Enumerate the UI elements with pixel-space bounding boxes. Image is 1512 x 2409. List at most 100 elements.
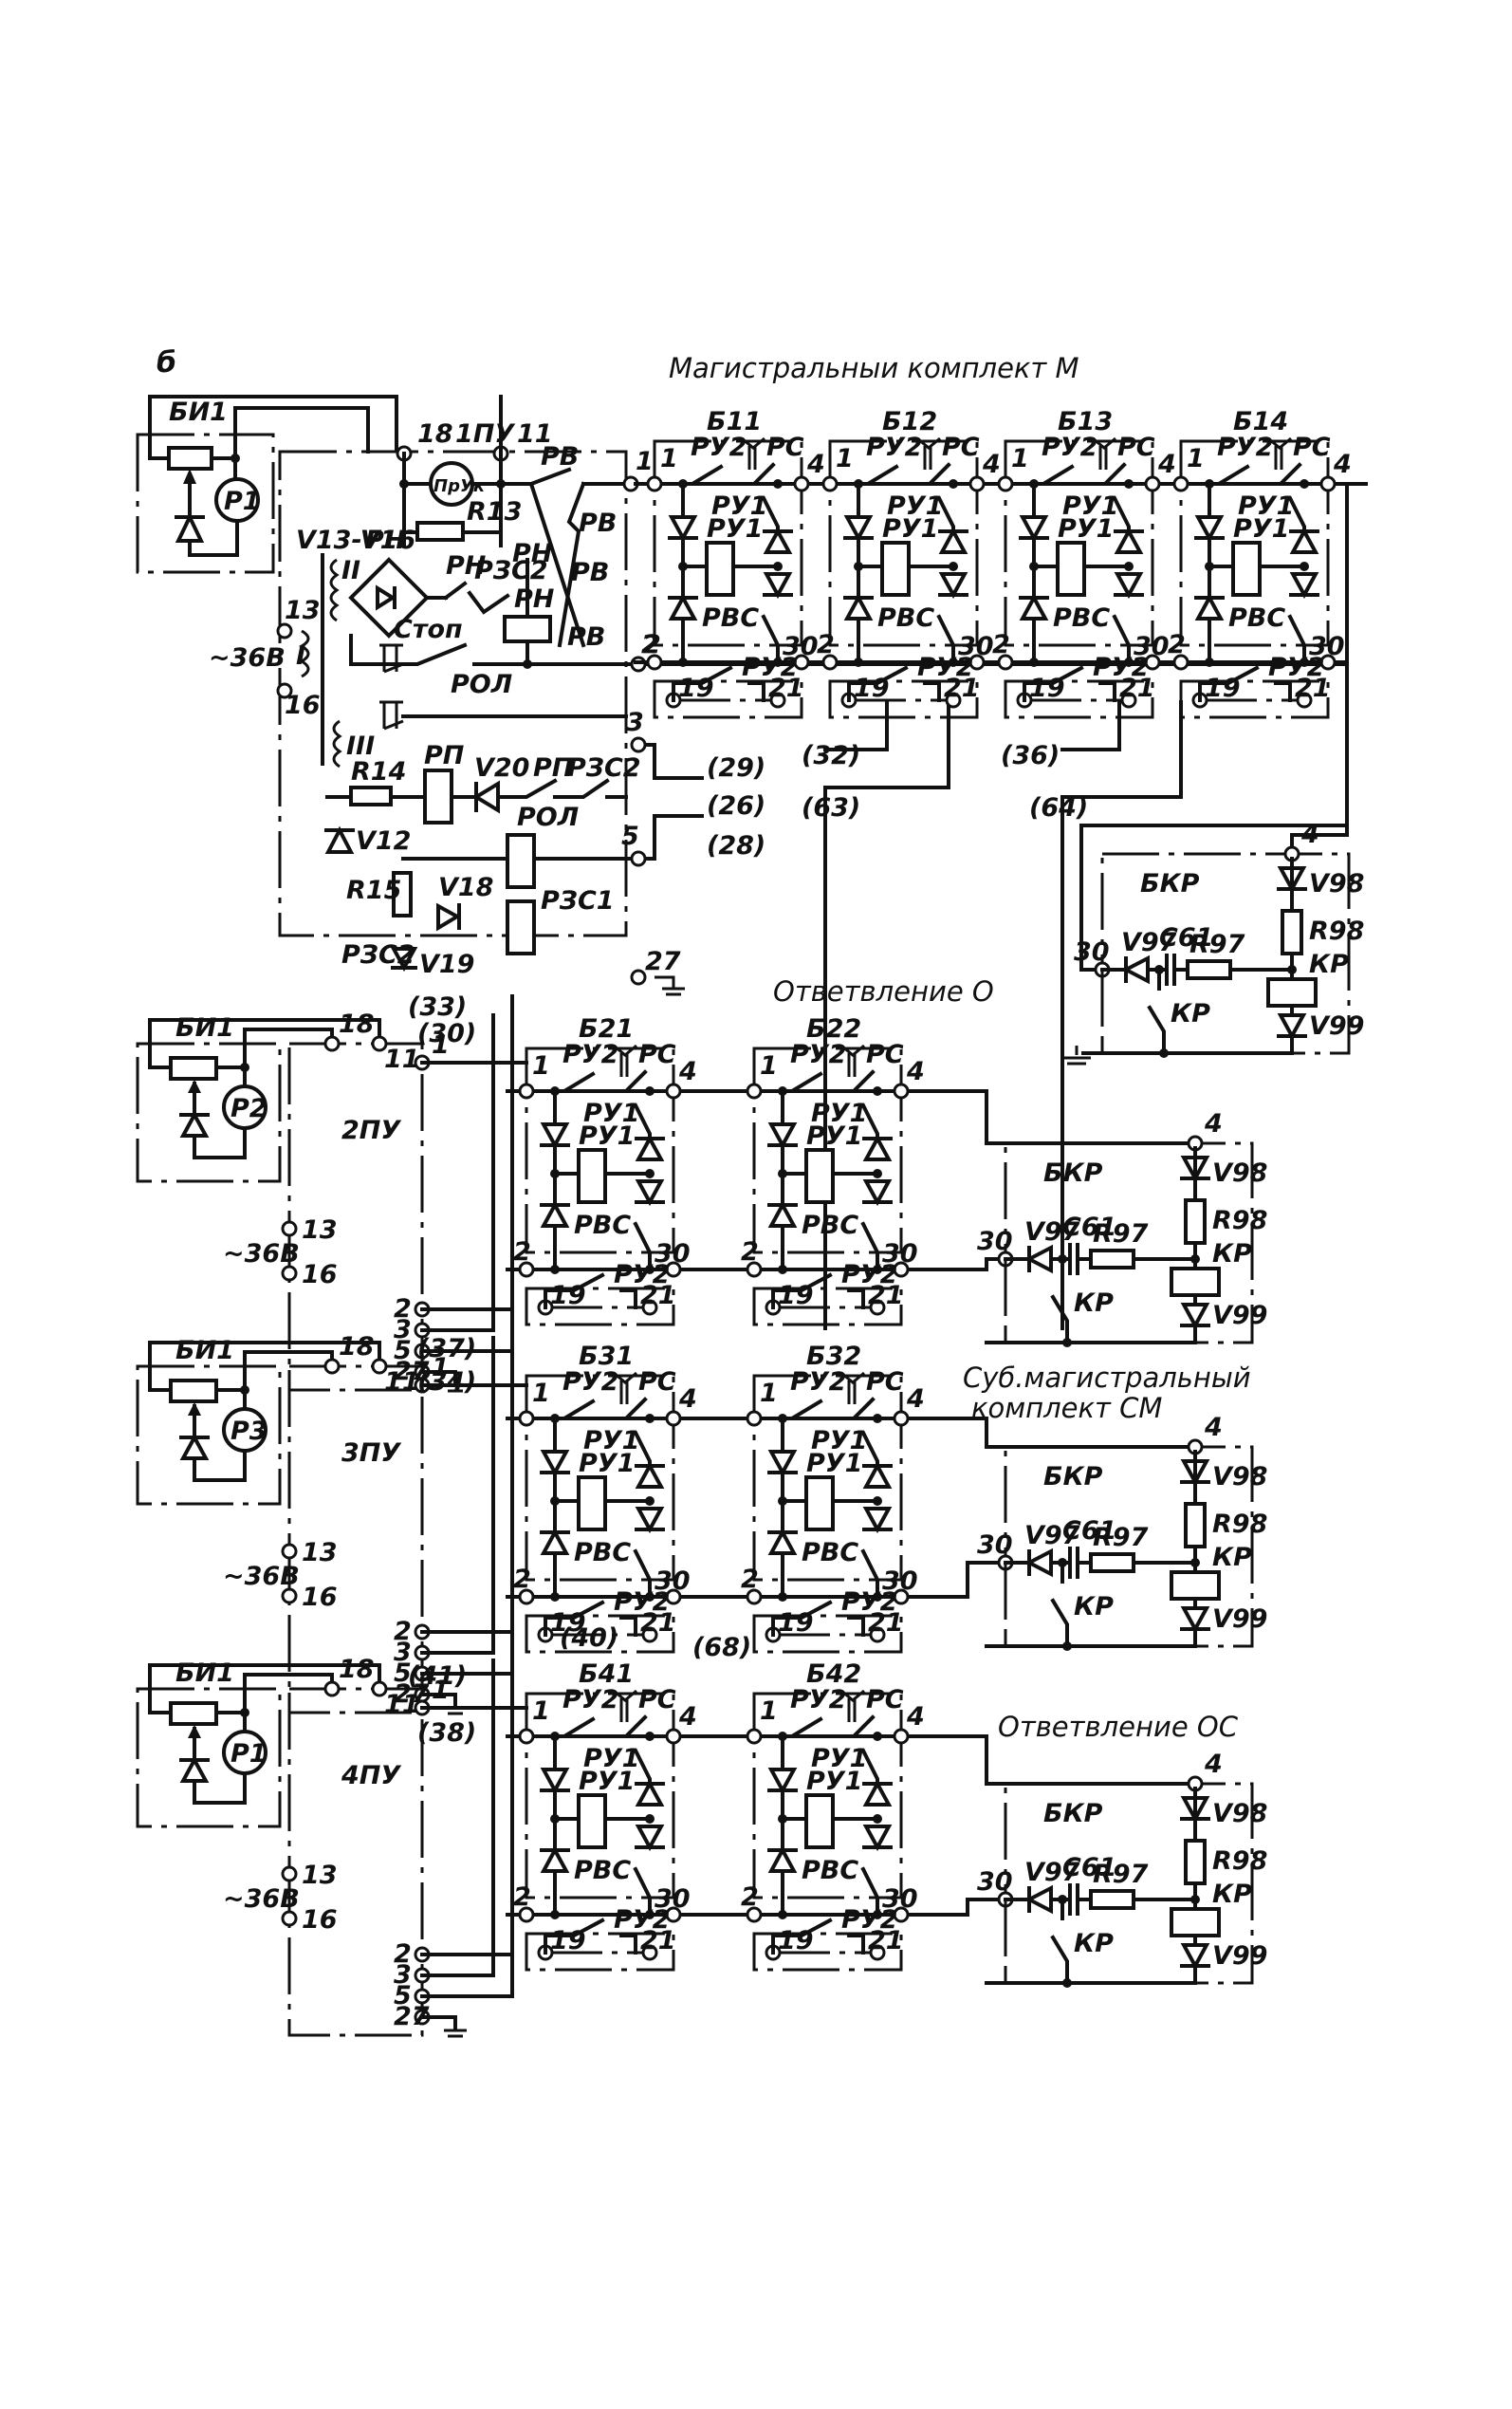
junction-dot	[1300, 562, 1309, 571]
junction-dot	[873, 1592, 882, 1602]
rs-label: РС	[766, 433, 804, 462]
bi1-label-1: БИ1	[169, 398, 228, 427]
wire	[636, 814, 704, 861]
diode-icon	[938, 572, 968, 600]
arrow-icon	[188, 1080, 201, 1093]
sub-outline	[752, 1932, 903, 1972]
wire	[420, 1370, 457, 1385]
bkr-outline	[1004, 1445, 1254, 1648]
v99-label: V99	[1212, 1941, 1267, 1971]
ru2-label-2: РУ2	[1093, 653, 1149, 682]
pin-4: 4	[906, 1384, 925, 1414]
pin-21: 21	[868, 1926, 904, 1955]
terminal-21	[641, 1944, 658, 1961]
terminal-1	[997, 475, 1014, 492]
diode-icon	[763, 527, 793, 554]
diode-icon	[862, 1179, 893, 1207]
rv-label-2: РВ	[579, 509, 617, 538]
diode-icon	[635, 1507, 665, 1534]
pin-16-label-1: 16	[285, 691, 321, 720]
terminal-30	[665, 1588, 682, 1605]
pin-2: 2	[513, 1882, 531, 1912]
terminal-30	[893, 1261, 910, 1278]
rp-label-2: РП	[533, 753, 574, 783]
pin-13: 13	[302, 1538, 338, 1567]
diode-icon	[767, 1768, 798, 1795]
block-title: Б32	[806, 1342, 861, 1371]
pin-19: 19	[854, 674, 890, 703]
wire	[1274, 681, 1292, 702]
pin-11: 11	[384, 1367, 420, 1397]
diode-icon	[763, 572, 793, 600]
wire	[1198, 665, 1260, 702]
block-outline	[653, 439, 803, 647]
bkr-title: БКР	[1043, 1799, 1103, 1828]
rzs2-label-1: РЗС2	[474, 556, 548, 585]
rs-label: РС	[638, 1685, 676, 1714]
wire	[420, 2015, 457, 2030]
wire	[747, 681, 765, 702]
pin-4: 4	[678, 1384, 697, 1414]
kr-label-contact: КР	[1074, 1288, 1114, 1318]
pin-4: 4	[1333, 450, 1352, 479]
diode-icon	[1019, 593, 1049, 621]
pin-21: 21	[768, 674, 804, 703]
sub-outline	[525, 1932, 675, 1972]
rzs2-label-2: РЗС2	[567, 753, 641, 783]
wire	[823, 700, 950, 1330]
terminal-1	[518, 1728, 535, 1745]
rs-delay-contact-icon	[916, 436, 941, 470]
pin-1: 1	[432, 1353, 450, 1382]
relay-rp-coil	[423, 769, 453, 825]
v98-label: V98	[1309, 869, 1364, 899]
diode-icon	[767, 1200, 798, 1228]
block-title: Б41	[579, 1659, 634, 1689]
cross-reference-label: (30)	[417, 1019, 476, 1048]
wire	[1112, 614, 1131, 664]
diode-icon	[540, 1768, 570, 1795]
wire	[1060, 700, 1121, 751]
wire	[847, 665, 909, 702]
rvs-label: РВС	[802, 1211, 858, 1240]
junction-dot	[550, 1592, 560, 1602]
v19-label: V19	[419, 950, 474, 979]
block-title: Б42	[806, 1659, 861, 1689]
pu1-pin-11: 11	[517, 419, 553, 449]
rs-delay-contact-icon	[1092, 436, 1116, 470]
pin-2: 2	[641, 630, 659, 659]
ru2-label: РУ2	[790, 1685, 846, 1714]
bi1-label: БИ1	[175, 1336, 234, 1365]
junction-dot	[1029, 658, 1039, 667]
block-title: Б21	[579, 1014, 634, 1044]
terminal-2	[646, 654, 663, 671]
wire	[420, 1336, 495, 1655]
terminal-1	[518, 1083, 535, 1100]
rs-delay-contact-icon	[613, 1371, 637, 1404]
stop-button-icon-2	[379, 700, 404, 731]
wire	[724, 462, 776, 486]
bi1-label: БИ1	[175, 1659, 234, 1688]
relay-ru1-coil	[577, 1793, 607, 1849]
wire	[1081, 1034, 1294, 1055]
meter-p1	[214, 477, 260, 523]
wire	[860, 1866, 879, 1917]
terminal-13	[281, 1220, 298, 1237]
resistor-r97	[1089, 1552, 1135, 1573]
meter	[222, 1084, 267, 1130]
block-outline	[828, 439, 979, 647]
diode-icon	[540, 1450, 570, 1477]
block-title: Б13	[1058, 407, 1113, 436]
junction-dot	[645, 1732, 655, 1741]
ru2-label: РУ2	[790, 1040, 846, 1069]
voltage-label: ~36В	[223, 1562, 300, 1591]
pin-4: 4	[806, 450, 825, 479]
ru1-label-coil: РУ1	[1058, 514, 1114, 544]
relay-ru1-coil	[1056, 541, 1086, 597]
wire	[596, 1069, 648, 1093]
junction-dot	[1062, 1641, 1072, 1651]
pin-4: 4	[982, 450, 1001, 479]
terminal-4	[1144, 475, 1161, 492]
